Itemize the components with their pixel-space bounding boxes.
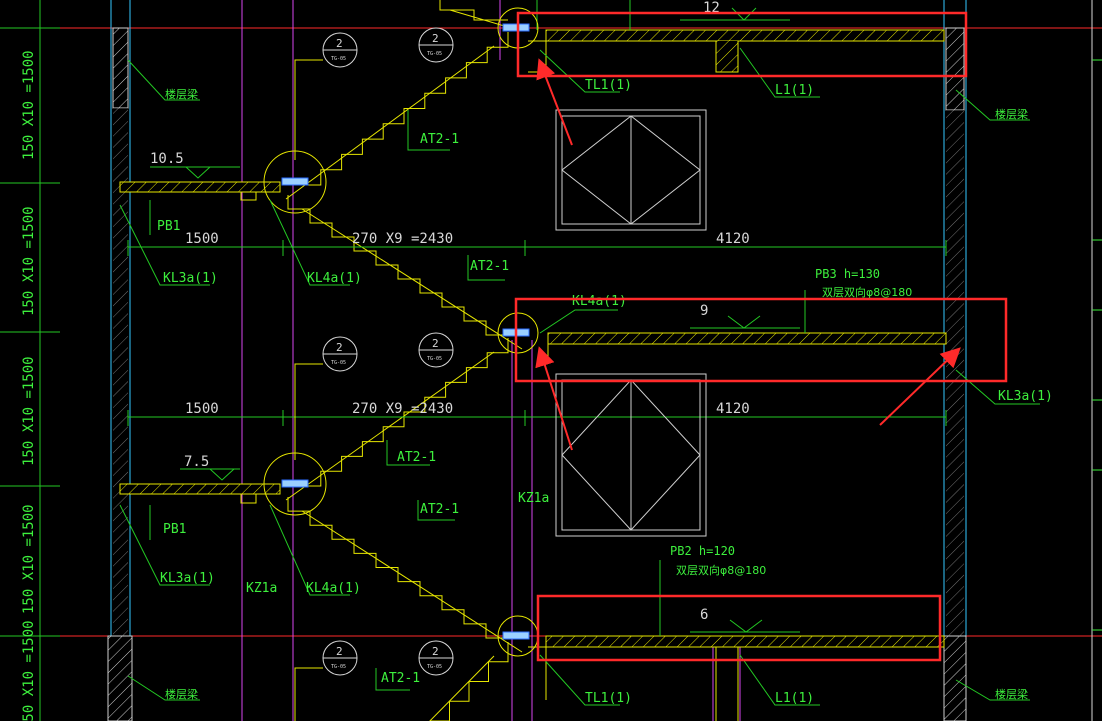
stair-soffit bbox=[285, 45, 495, 200]
label-pb1-upper: PB1 bbox=[157, 219, 180, 234]
label-kl4a-mid: KL4a(1) bbox=[572, 294, 627, 309]
label-kl4a-lower: KL4a(1) bbox=[306, 581, 361, 596]
left-dim-2: 150 X10 =1500 bbox=[21, 206, 37, 316]
svg-text:TG-05: TG-05 bbox=[427, 664, 442, 670]
highlight-box-top bbox=[516, 11, 968, 78]
elevation-lower-left: 7.5 bbox=[184, 454, 209, 470]
label-floor-beam-tl: 楼层梁 bbox=[165, 87, 198, 101]
label-pb3-title: PB3 h=130 bbox=[815, 267, 880, 281]
label-pb3-rebar: 双层双向φ8@180 bbox=[822, 285, 912, 299]
label-floor-beam-br: 楼层梁 bbox=[995, 687, 1028, 701]
detail-bubble: 2 TG-05 bbox=[418, 640, 454, 676]
label-kl3a-upper: KL3a(1) bbox=[163, 271, 218, 286]
left-dim-1: 150 X10 =1500 bbox=[21, 50, 37, 160]
svg-text:TG-05: TG-05 bbox=[331, 56, 346, 62]
landing-lower-left: 7.5 bbox=[119, 454, 281, 504]
svg-text:TG-05: TG-05 bbox=[427, 356, 442, 362]
arrow-middle-right bbox=[879, 347, 961, 426]
opening-upper bbox=[555, 109, 707, 231]
detail-bubble: 2 TG-05 bbox=[294, 336, 358, 460]
label-pb2-title: PB2 h=120 bbox=[670, 544, 735, 558]
stair-treads bbox=[287, 195, 508, 336]
detail-bubble: 2 TG-05 bbox=[294, 32, 358, 160]
label-at2-3: AT2-1 bbox=[397, 450, 436, 465]
opening-lower bbox=[555, 373, 707, 537]
level-axis-lines bbox=[60, 27, 1102, 637]
highlight-box-middle bbox=[514, 297, 1008, 383]
arrow-middle-left bbox=[535, 346, 573, 451]
label-at2-4: AT2-1 bbox=[420, 502, 459, 517]
label-pb1-lower: PB1 bbox=[163, 522, 186, 537]
label-l1-top: L1(1) bbox=[775, 83, 814, 98]
stair-treads bbox=[287, 497, 508, 639]
label-kz1a-lower: KZ1a bbox=[246, 581, 277, 596]
left-dim-4: 150 X10 =1500 bbox=[21, 504, 37, 614]
slab-level-6: 6 bbox=[528, 607, 945, 721]
detail-bubble: 2 TG-05 bbox=[418, 27, 454, 63]
label-pb2-rebar: 双层双向φ8@180 bbox=[676, 563, 766, 577]
elevation-upper-left: 10.5 bbox=[150, 151, 184, 167]
svg-text:2: 2 bbox=[432, 645, 439, 658]
stair-treads bbox=[300, 32, 509, 186]
landing-joints bbox=[263, 7, 539, 657]
svg-text:TG-05: TG-05 bbox=[331, 664, 346, 670]
leader-lines bbox=[119, 47, 1040, 706]
column-lines bbox=[241, 0, 741, 721]
svg-text:TG-05: TG-05 bbox=[331, 360, 346, 366]
detail-bubbles: 2 TG-05 2 TG-05 2 TG-05 2 TG-05 2 TG bbox=[294, 27, 454, 721]
dim-width-right-2: 4120 bbox=[716, 401, 750, 417]
label-kl4a-upper: KL4a(1) bbox=[307, 271, 362, 286]
label-at2-2: AT2-1 bbox=[470, 259, 509, 274]
right-wall bbox=[943, 0, 1093, 721]
arrow-top bbox=[536, 58, 573, 146]
label-kl3a-right: KL3a(1) bbox=[998, 389, 1053, 404]
label-kl3a-lower: KL3a(1) bbox=[160, 571, 215, 586]
left-dim-3: 150 X10 =1500 bbox=[21, 356, 37, 466]
svg-text:2: 2 bbox=[336, 341, 343, 354]
dim-width-right-1: 4120 bbox=[716, 231, 750, 247]
svg-text:2: 2 bbox=[336, 37, 343, 50]
svg-text:TG-05: TG-05 bbox=[427, 51, 442, 57]
highlight-box-bottom bbox=[536, 594, 942, 662]
label-tl1-bottom: TL1(1) bbox=[585, 691, 632, 706]
stair-soffit bbox=[301, 208, 523, 350]
label-floor-beam-tr: 楼层梁 bbox=[995, 107, 1028, 121]
stair-soffit bbox=[285, 351, 495, 501]
svg-text:2: 2 bbox=[336, 645, 343, 658]
right-edge-fragments bbox=[1092, 59, 1102, 631]
member-labels: 楼层梁 楼层梁 楼层梁 楼层梁 TL1(1) L1(1) TL1(1) L1(1… bbox=[157, 78, 1053, 706]
left-dimension-chain: 150 X10 =1500 150 X10 =1500 150 X10 =150… bbox=[0, 0, 60, 721]
stair-soffit bbox=[301, 510, 523, 653]
dim-width-left-1: 1500 bbox=[185, 231, 219, 247]
left-dim-5: 150 X10 =1500 bbox=[21, 620, 37, 721]
slab-level-12: 12 bbox=[528, 0, 945, 73]
detail-bubble: 2 TG-05 bbox=[418, 332, 454, 368]
horizontal-dimensions: 1500 270 X9 =2430 4120 1500 270 X9 =2430… bbox=[127, 231, 947, 426]
detail-bubble: 2 TG-05 bbox=[294, 640, 358, 721]
label-tl1-top: TL1(1) bbox=[585, 78, 632, 93]
label-kz1a-mid: KZ1a bbox=[518, 491, 549, 506]
label-at2-5: AT2-1 bbox=[381, 671, 420, 686]
landing-upper-left: 10.5 bbox=[119, 151, 281, 201]
left-wall bbox=[107, 0, 133, 721]
dim-stair-run-2: 270 X9 =2430 bbox=[352, 401, 453, 417]
slab-level-9: 9 bbox=[547, 303, 947, 360]
svg-text:2: 2 bbox=[432, 32, 439, 45]
annotation-highlights bbox=[514, 11, 1008, 662]
label-at2-1: AT2-1 bbox=[420, 132, 459, 147]
elevation-middle: 9 bbox=[700, 303, 708, 319]
label-l1-bottom: L1(1) bbox=[775, 691, 814, 706]
stair-soffit bbox=[429, 655, 495, 721]
svg-text:2: 2 bbox=[432, 337, 439, 350]
label-floor-beam-bl: 楼层梁 bbox=[165, 687, 198, 701]
dim-width-left-2: 1500 bbox=[185, 401, 219, 417]
elevation-bottom: 6 bbox=[700, 607, 708, 623]
stair-flights bbox=[285, 0, 523, 721]
dim-stair-run-1: 270 X9 =2430 bbox=[352, 231, 453, 247]
stair-treads bbox=[300, 338, 509, 487]
